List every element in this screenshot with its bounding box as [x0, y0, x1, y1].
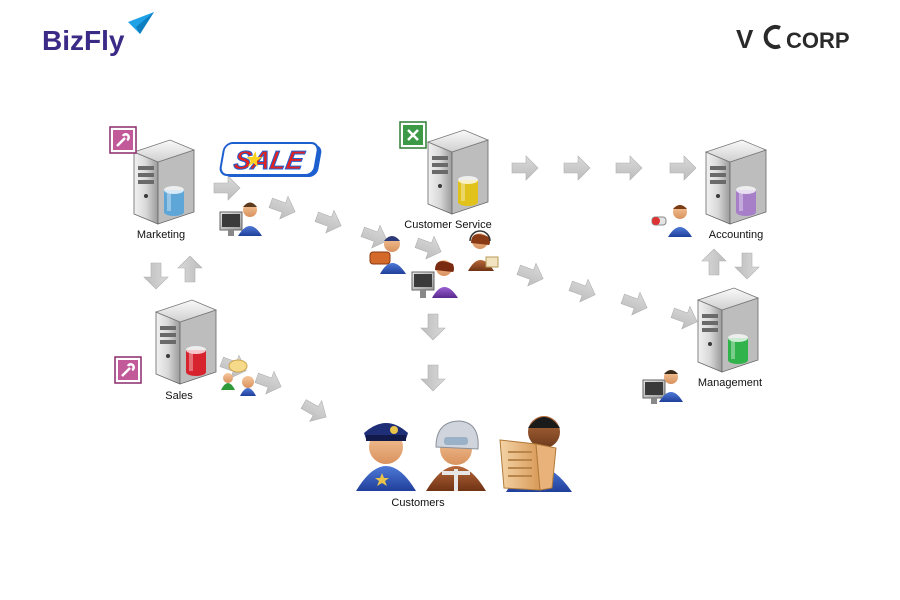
customers-label: Customers	[391, 497, 445, 509]
flow-arrow-icon	[143, 262, 169, 290]
flow-arrow-icon	[213, 175, 241, 201]
sales-label: Sales	[165, 390, 193, 402]
customer-service-headset-agent-icon	[468, 230, 499, 271]
access-app-icon	[114, 356, 142, 384]
flow-arrow-icon	[568, 278, 596, 303]
flow-arrow-icon	[254, 370, 282, 395]
vccorp-c-mark-icon	[763, 25, 781, 49]
accounting-worker-icon	[651, 205, 692, 237]
sale-badge: SALE	[219, 142, 322, 177]
flow-arrow-icon	[615, 155, 643, 181]
management-label: Management	[698, 377, 762, 389]
database-icon	[728, 334, 748, 364]
bizfly-logo: BizFly	[42, 12, 154, 56]
marketing-worker-at-computer-icon	[219, 202, 262, 236]
customer-service-server-icon	[426, 129, 490, 215]
flow-arrow-icon	[563, 155, 591, 181]
database-icon	[736, 186, 756, 216]
helmet-worker-customer-icon	[426, 420, 486, 491]
paper-plane-icon	[128, 12, 154, 34]
flow-arrow-icon	[314, 209, 342, 234]
flow-arrow-icon	[670, 305, 698, 330]
sales-server-icon	[154, 299, 218, 385]
flow-arrow-icon	[300, 399, 327, 422]
database-icon	[186, 346, 206, 376]
flow-arrow-icon	[268, 195, 296, 220]
management-worker-at-computer-icon	[642, 370, 683, 404]
customer-service-computer-agent-icon	[411, 260, 458, 298]
customer-service-phone-agent-icon	[369, 236, 406, 274]
vccorp-logo-v: V	[736, 24, 754, 54]
customer-service-label: Customer Service	[404, 219, 491, 231]
accounting-server-icon	[704, 139, 768, 225]
flow-arrow-icon	[669, 155, 697, 181]
excel-app-icon	[399, 121, 427, 149]
flow-arrow-icon	[414, 235, 442, 260]
marketing-label: Marketing	[137, 229, 185, 241]
flow-arrow-icon	[620, 291, 648, 316]
database-icon	[164, 186, 184, 216]
marketing-server-icon	[132, 139, 196, 225]
flow-arrow-icon	[516, 262, 544, 287]
sale-badge-text: SALE	[232, 145, 308, 175]
police-officer-customer-icon	[356, 423, 416, 491]
flow-arrow-icon	[511, 155, 539, 181]
flow-arrow-icon	[177, 255, 203, 283]
flow-arrow-icon	[701, 248, 727, 276]
access-app-icon	[109, 126, 137, 154]
bizfly-logo-text: BizFly	[42, 25, 125, 56]
sales-people-talking-icon	[221, 359, 256, 396]
vccorp-logo-text: CORP	[786, 28, 850, 53]
server-nodes	[132, 129, 768, 385]
accounting-label: Accounting	[709, 229, 763, 241]
management-server-icon	[696, 287, 760, 373]
flow-arrow-icon	[734, 252, 760, 280]
database-icon	[458, 176, 478, 206]
flow-arrow-icon	[420, 313, 446, 341]
vccorp-logo: V CORP	[736, 24, 850, 54]
flow-arrow-icon	[360, 224, 388, 249]
flow-arrow-icon	[420, 364, 446, 392]
newspaper-reader-customer-icon	[499, 416, 572, 492]
customers-group	[356, 416, 572, 492]
